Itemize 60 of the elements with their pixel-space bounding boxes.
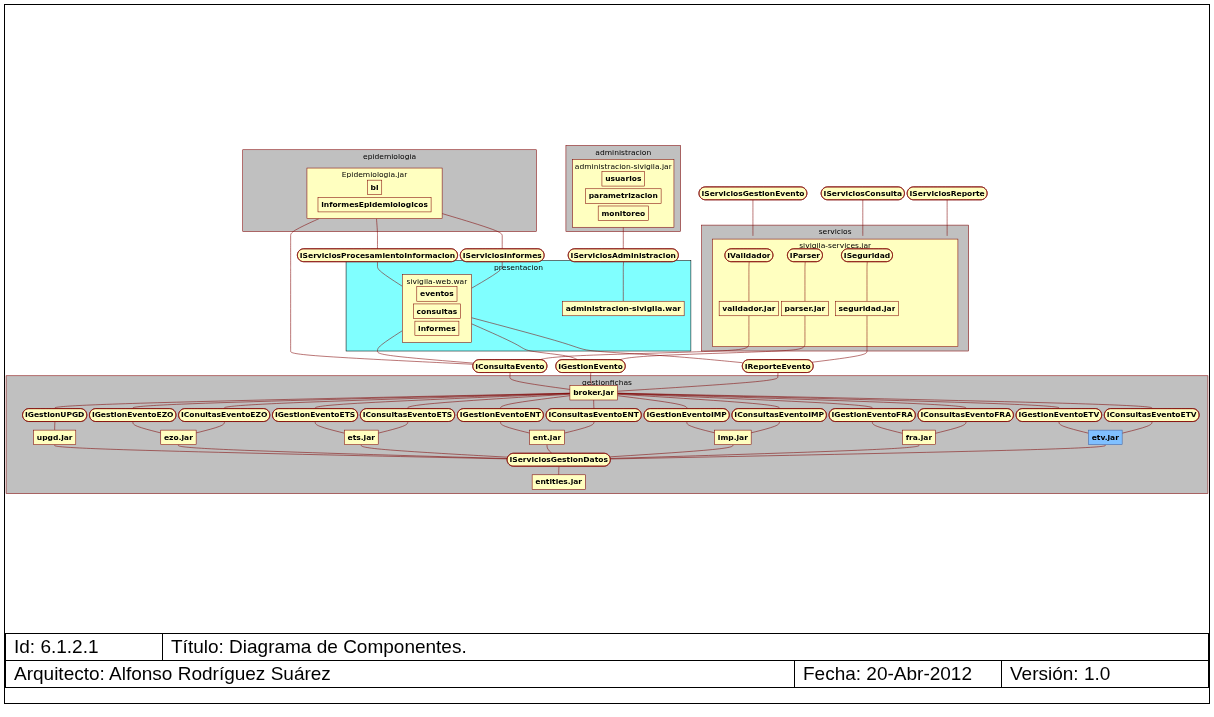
connector — [811, 315, 868, 363]
table-cell: Versión: 1.0 — [1001, 660, 1209, 688]
connector — [686, 421, 715, 434]
connector — [866, 261, 868, 302]
connector — [610, 444, 920, 459]
table-cell: Título: Diagrama de Componentes. — [162, 633, 1209, 661]
connector — [132, 421, 162, 434]
connector — [361, 444, 509, 458]
connector — [441, 213, 503, 250]
connector — [54, 392, 571, 410]
connector — [500, 395, 571, 410]
connector — [617, 393, 873, 410]
connector — [617, 393, 780, 410]
connector — [748, 261, 750, 302]
connector — [750, 421, 780, 434]
connector — [617, 392, 1153, 410]
connector — [471, 323, 578, 360]
connector — [610, 444, 1106, 460]
connector — [862, 199, 864, 237]
connector — [471, 261, 503, 289]
connector — [377, 261, 403, 287]
connector — [54, 444, 508, 460]
connector — [946, 199, 948, 237]
connector — [509, 372, 571, 390]
table-cell: Id: 6.1.2.1 — [5, 633, 163, 661]
connector — [752, 199, 754, 237]
connector — [376, 218, 378, 250]
connector — [224, 393, 571, 410]
connector — [623, 227, 624, 250]
connector — [132, 393, 571, 410]
connector — [590, 372, 592, 386]
connector — [609, 444, 734, 458]
connector — [54, 421, 56, 431]
connector — [315, 393, 571, 410]
table-cell: Fecha: 20-Abr-2012 — [794, 660, 1002, 688]
connector — [564, 421, 595, 434]
connector — [500, 421, 530, 434]
connector — [617, 372, 779, 392]
connector — [1058, 421, 1089, 434]
connector — [290, 218, 474, 365]
connector — [804, 261, 806, 302]
connector — [618, 315, 806, 361]
connector — [623, 261, 624, 302]
table-cell: Arquitecto: Alfonso Rodríguez Suárez — [5, 660, 795, 688]
connector — [377, 421, 408, 434]
connector — [377, 330, 474, 364]
connector — [195, 421, 225, 434]
connector — [178, 444, 508, 459]
connector — [872, 421, 903, 434]
connector — [617, 393, 1060, 410]
connector — [407, 393, 571, 410]
connector — [471, 317, 743, 363]
connector — [546, 444, 553, 454]
connector — [617, 393, 967, 410]
connector — [617, 395, 688, 410]
connector — [593, 399, 595, 410]
connector — [1121, 421, 1153, 434]
connector — [558, 466, 560, 476]
connector — [315, 421, 345, 434]
connector — [935, 421, 967, 434]
